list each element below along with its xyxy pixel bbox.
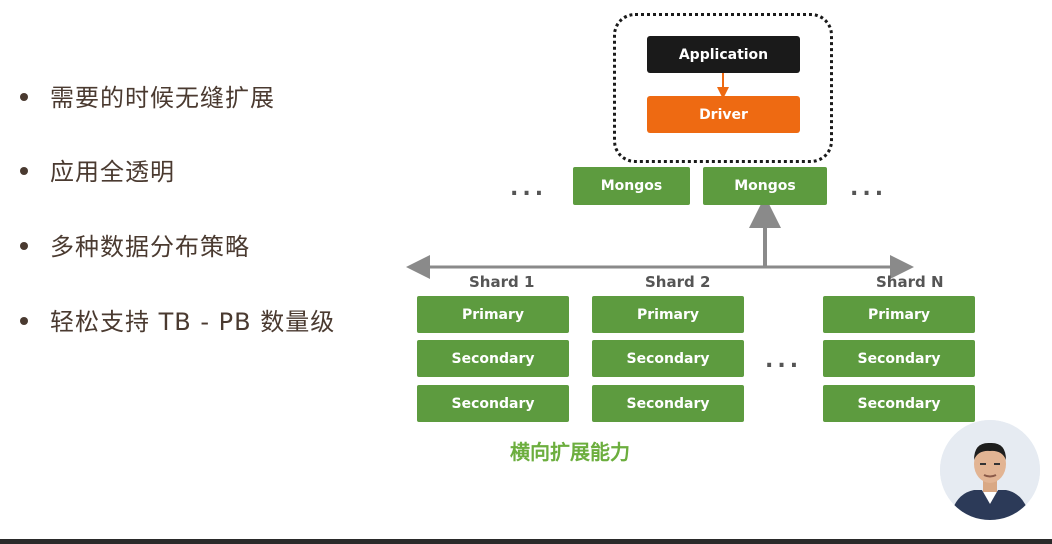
- bullet-dot-icon: [20, 167, 28, 175]
- node-label: Secondary: [451, 395, 535, 412]
- mongos-label: Mongos: [600, 178, 663, 194]
- shard-label: Shard N: [876, 273, 944, 291]
- shard-primary-node: Primary: [823, 296, 975, 333]
- client-frame: [613, 13, 833, 163]
- node-label: Primary: [636, 306, 700, 323]
- shard-ellipsis: ...: [765, 348, 803, 373]
- shard-secondary-node: Secondary: [823, 340, 975, 377]
- bullet-dot-icon: [20, 242, 28, 250]
- bullet-item: 应用全透明: [20, 152, 175, 187]
- node-label: Secondary: [451, 350, 535, 367]
- application-label: Application: [678, 46, 769, 63]
- node-label: Primary: [461, 306, 525, 323]
- shard-secondary-node: Secondary: [417, 385, 569, 422]
- shard-secondary-node: Secondary: [823, 385, 975, 422]
- shard-label: Shard 2: [645, 273, 711, 291]
- bullet-dot-icon: [20, 93, 28, 101]
- shard-primary-node: Primary: [417, 296, 569, 333]
- bullet-item: 轻松支持 TB - PB 数量级: [20, 302, 335, 337]
- node-label: Primary: [867, 306, 931, 323]
- shard-secondary-node: Secondary: [417, 340, 569, 377]
- presenter-avatar-icon: [940, 420, 1040, 520]
- bottom-bar: [0, 539, 1052, 544]
- application-box: Application: [647, 36, 800, 73]
- bullet-text: 多种数据分布策略: [50, 233, 250, 261]
- shard-secondary-node: Secondary: [592, 385, 744, 422]
- node-label: Secondary: [626, 395, 710, 412]
- mongos-ellipsis-right: ...: [850, 176, 888, 201]
- driver-box: Driver: [647, 96, 800, 133]
- node-label: Secondary: [857, 395, 941, 412]
- bullet-item: 需要的时候无缝扩展: [20, 78, 275, 113]
- bullet-dot-icon: [20, 317, 28, 325]
- mongos-box: Mongos: [703, 167, 827, 205]
- mongos-box: Mongos: [573, 167, 690, 205]
- bullet-text: 应用全透明: [50, 158, 175, 186]
- shard-primary-node: Primary: [592, 296, 744, 333]
- node-label: Secondary: [857, 350, 941, 367]
- node-label: Secondary: [626, 350, 710, 367]
- bullet-text: 需要的时候无缝扩展: [50, 84, 275, 112]
- mongos-ellipsis-left: ...: [510, 176, 548, 201]
- diagram-caption: 横向扩展能力: [510, 440, 630, 464]
- shard-secondary-node: Secondary: [592, 340, 744, 377]
- mongos-label: Mongos: [734, 178, 796, 194]
- driver-label: Driver: [699, 106, 748, 123]
- presenter-illustration: [940, 420, 1040, 520]
- bullet-text: 轻松支持 TB - PB 数量级: [50, 308, 336, 336]
- shard-label: Shard 1: [469, 273, 535, 291]
- bullet-item: 多种数据分布策略: [20, 227, 250, 262]
